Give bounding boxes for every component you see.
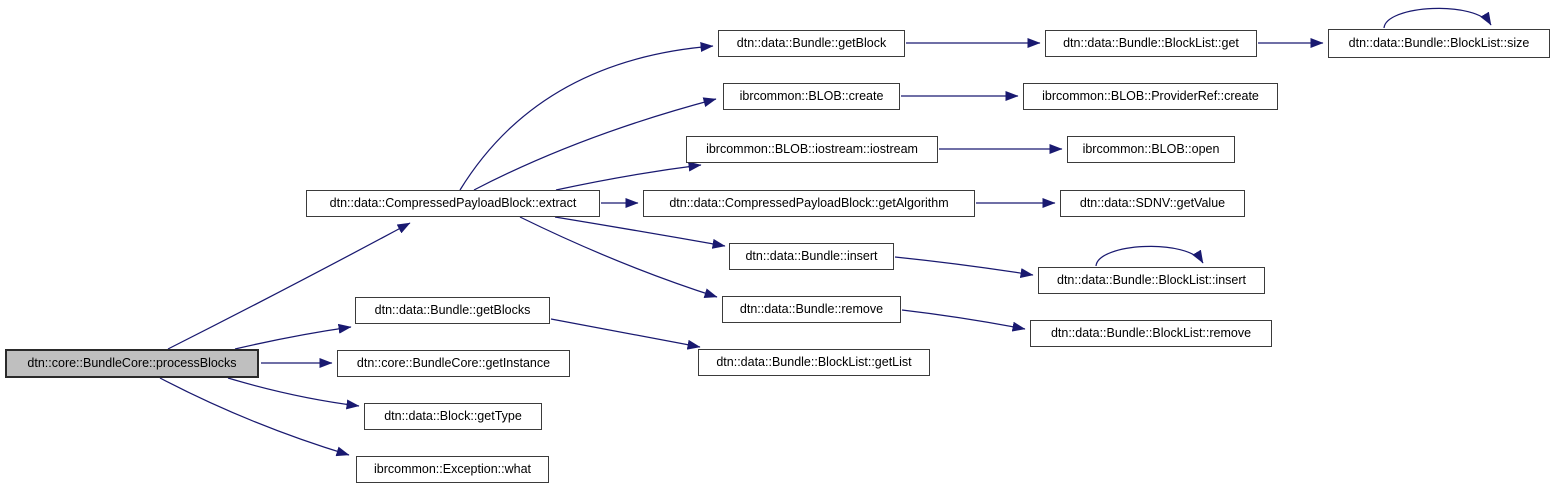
edge-cpb-extract-to-bundle-getblock xyxy=(459,42,714,191)
edge-cpb-extract-to-blob-create xyxy=(473,97,717,191)
node-block-gettype[interactable]: dtn::data::Block::getType xyxy=(364,403,542,430)
node-sdnv-getvalue[interactable]: dtn::data::SDNV::getValue xyxy=(1060,190,1245,217)
edge-bundle-remove-to-blocklist-remove xyxy=(901,309,1026,332)
node-cpb-extract[interactable]: dtn::data::CompressedPayloadBlock::extra… xyxy=(306,190,600,217)
node-bundle-insert[interactable]: dtn::data::Bundle::insert xyxy=(729,243,894,270)
edge-blocklist-insert-self xyxy=(1095,245,1204,267)
node-blocklist-getlist[interactable]: dtn::data::Bundle::BlockList::getList xyxy=(698,349,930,376)
node-providerref-create[interactable]: ibrcommon::BLOB::ProviderRef::create xyxy=(1023,83,1278,110)
node-blob-create[interactable]: ibrcommon::BLOB::create xyxy=(723,83,900,110)
node-blob-iostream[interactable]: ibrcommon::BLOB::iostream::iostream xyxy=(686,136,938,163)
node-exception-what[interactable]: ibrcommon::Exception::what xyxy=(356,456,549,483)
edge-blocklist-size-self xyxy=(1383,7,1492,29)
edge-bundle-getblocks-to-blocklist-getlist xyxy=(550,318,701,350)
edge-bundle-insert-to-blocklist-insert xyxy=(894,256,1034,278)
edge-cpb-extract-to-bundle-remove xyxy=(519,216,718,298)
node-process-blocks[interactable]: dtn::core::BundleCore::processBlocks xyxy=(5,349,259,378)
edge-cpb-extract-to-bundle-insert xyxy=(554,216,726,249)
node-cpb-getalgorithm[interactable]: dtn::data::CompressedPayloadBlock::getAl… xyxy=(643,190,975,217)
edge-process-blocks-to-block-gettype xyxy=(227,377,360,410)
node-bundlecore-getinstance[interactable]: dtn::core::BundleCore::getInstance xyxy=(337,350,570,377)
node-blob-open[interactable]: ibrcommon::BLOB::open xyxy=(1067,136,1235,163)
node-blocklist-size[interactable]: dtn::data::Bundle::BlockList::size xyxy=(1328,29,1550,58)
node-bundle-remove[interactable]: dtn::data::Bundle::remove xyxy=(722,296,901,323)
node-blocklist-remove[interactable]: dtn::data::Bundle::BlockList::remove xyxy=(1030,320,1272,347)
node-blocklist-insert[interactable]: dtn::data::Bundle::BlockList::insert xyxy=(1038,267,1265,294)
node-bundle-getblocks[interactable]: dtn::data::Bundle::getBlocks xyxy=(355,297,550,324)
edge-group xyxy=(159,7,1492,457)
node-bundle-getblock[interactable]: dtn::data::Bundle::getBlock xyxy=(718,30,905,57)
edge-process-blocks-to-bundle-getblocks xyxy=(234,323,352,350)
edge-process-blocks-to-exception-what xyxy=(159,377,350,457)
edge-cpb-extract-to-blob-iostream xyxy=(555,161,702,191)
edge-process-blocks-to-cpb-extract xyxy=(167,222,411,350)
node-blocklist-get[interactable]: dtn::data::Bundle::BlockList::get xyxy=(1045,30,1257,57)
